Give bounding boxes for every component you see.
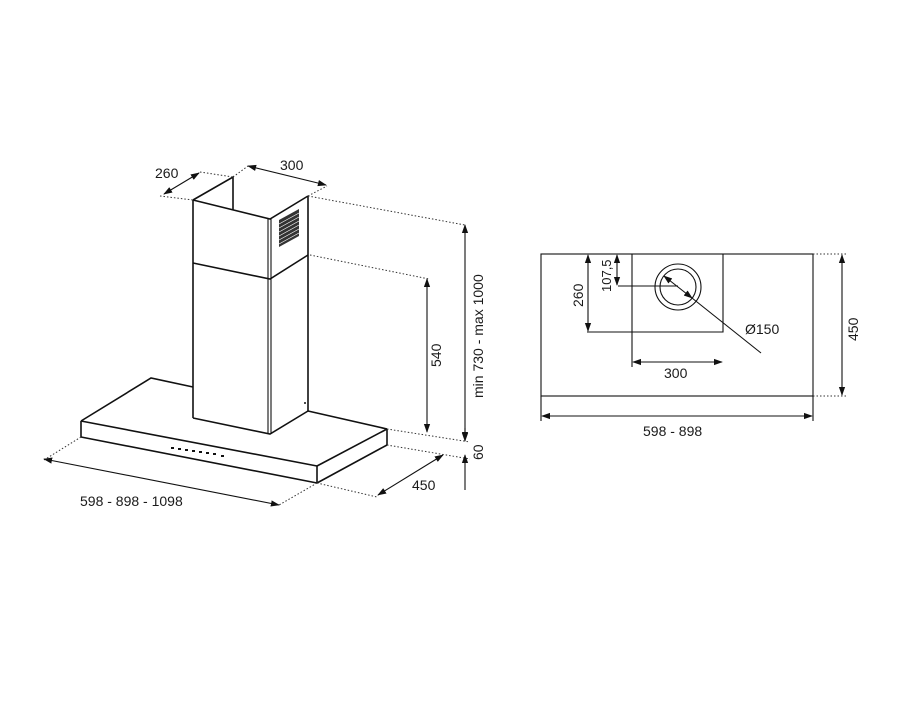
- canopy: [80, 377, 388, 484]
- label-chimney-height-range: min 730 - max 1000: [470, 274, 486, 398]
- label-lower-chimney-height: 540: [428, 343, 444, 367]
- label-outlet-offset: 107,5: [599, 259, 614, 292]
- label-chimney-width: 300: [280, 157, 304, 173]
- upper-chimney: [192, 175, 309, 433]
- control-panel-icon: [171, 447, 224, 457]
- label-chimney-depth-top: 260: [570, 283, 586, 307]
- chimney-footprint: [631, 254, 724, 333]
- isometric-view: 260 300 min 730 - max 1000 540 60 450 59…: [43, 157, 486, 509]
- label-outlet-diameter: Ø150: [745, 321, 779, 337]
- label-canopy-thickness: 60: [470, 444, 486, 460]
- label-hood-width-options: 598 - 898: [643, 423, 702, 439]
- label-chimney-width-top: 300: [664, 365, 688, 381]
- top-view: 107,5 260 Ø150 300 450 598 - 898: [540, 253, 861, 439]
- chimney-base: [192, 410, 309, 435]
- label-chimney-depth: 260: [155, 165, 179, 181]
- label-canopy-depth: 450: [412, 477, 436, 493]
- hood-outline: [540, 253, 814, 397]
- label-hood-depth: 450: [845, 317, 861, 341]
- vent-grille-icon: [278, 209, 300, 247]
- label-canopy-width-options: 598 - 898 - 1098: [80, 493, 183, 509]
- outlet-circle-icon: [654, 263, 702, 311]
